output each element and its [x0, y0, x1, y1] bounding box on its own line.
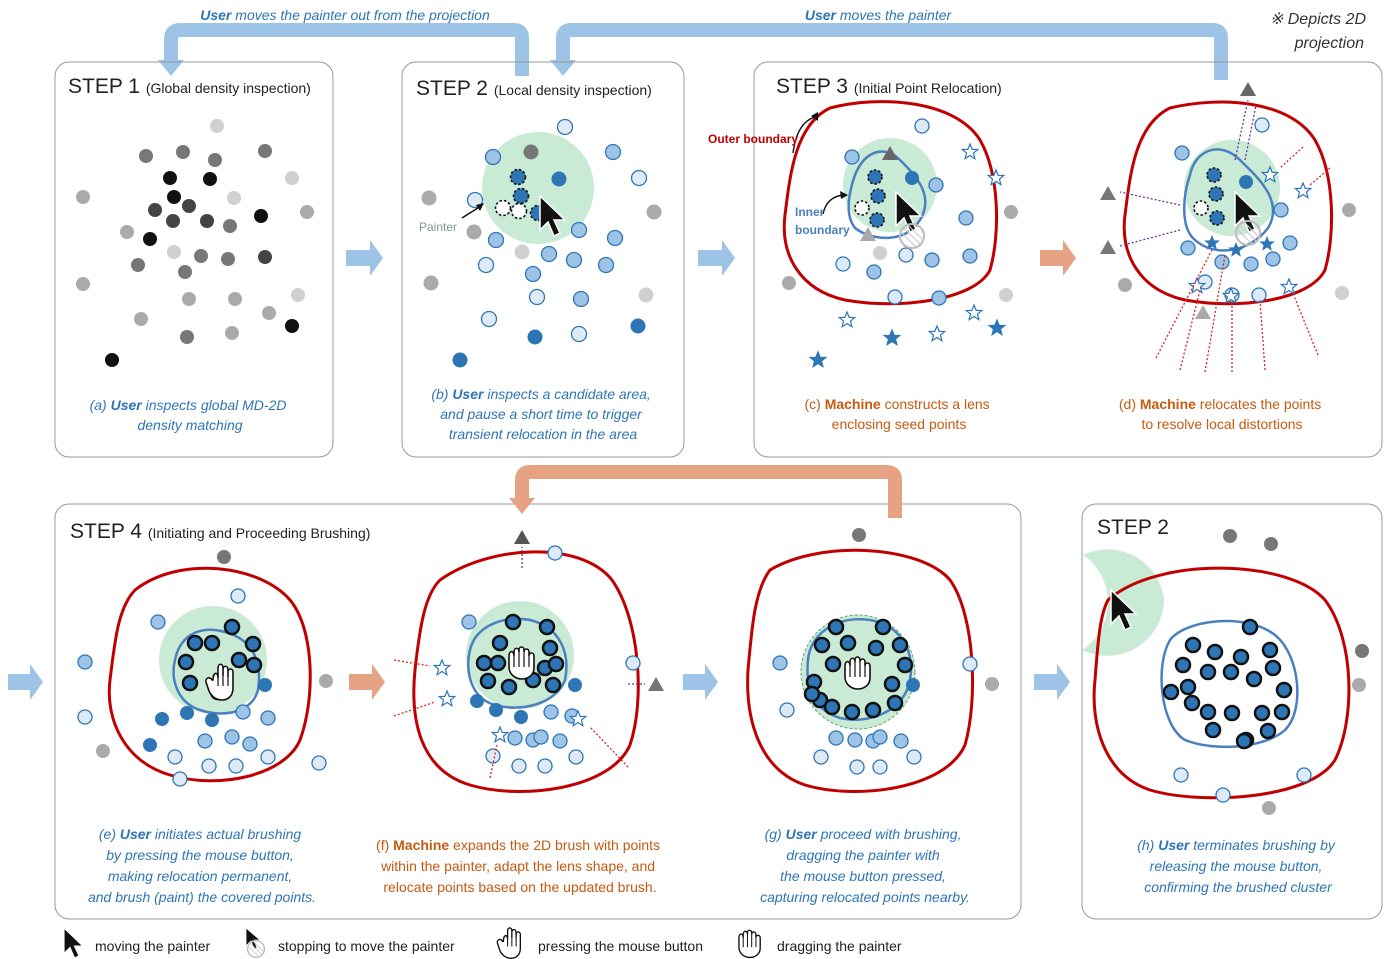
- feedback-arrow-to-step1: [158, 23, 529, 76]
- step1-scatter: [76, 119, 314, 367]
- step3c-lens: Outer boundary Inner boundary: [708, 100, 1018, 368]
- step3-panel: [753, 61, 1383, 458]
- caption-f: (f) Machine expands the 2D brush with po…: [376, 837, 664, 895]
- step2b-final: [1082, 529, 1369, 815]
- caption-a: (a) User inspects global MD-2D density m…: [90, 397, 291, 433]
- step3-title: STEP 3 (Initial Point Relocation): [776, 75, 1002, 98]
- feedback-arrow-machine: [509, 465, 902, 518]
- step2-title: STEP 2 (Local density inspection): [416, 77, 652, 100]
- flow-arrow-1-2: [346, 240, 383, 276]
- hand-drag-icon: [738, 929, 761, 959]
- step3d-relocation: [1100, 82, 1356, 373]
- feedback-arrow-to-step2: [550, 23, 1228, 80]
- caption-c: (c) Machine constructs a lens enclosing …: [804, 396, 993, 432]
- legend-label-moving: moving the painter: [95, 938, 211, 954]
- painter-area: [482, 132, 594, 244]
- step4g-proceed: [746, 528, 999, 794]
- outer-boundary-label: Outer boundary: [708, 132, 798, 146]
- legend: moving the painter stopping to move the …: [63, 927, 902, 959]
- step4e-brushing: [77, 550, 333, 787]
- step2-scatter: Painter: [419, 118, 662, 368]
- step2b-title: STEP 2: [1097, 516, 1169, 539]
- stop-cursor-icon: [245, 927, 266, 959]
- flow-arrow-e-f: [349, 664, 385, 700]
- step4f-expand: [393, 530, 664, 794]
- caption-b: (b) User inspects a candidate area, and …: [431, 386, 654, 442]
- step1-title: STEP 1 (Global density inspection): [68, 75, 311, 98]
- step2-panel: [401, 61, 685, 458]
- caption-h: (h) User terminates brushing by releasin…: [1137, 837, 1339, 895]
- feedback-label-right: User moves the painter: [805, 7, 953, 23]
- inner-boundary-label-1: Inner: [795, 205, 825, 219]
- legend-label-stopping: stopping to move the painter: [278, 938, 455, 954]
- projection-note-line1: ※ Depicts 2D: [1270, 11, 1367, 28]
- step4-panel: [54, 503, 1022, 920]
- legend-label-dragging: dragging the painter: [777, 938, 902, 954]
- hand-press-icon: [496, 927, 522, 959]
- step1-panel: [54, 61, 334, 458]
- caption-d: (d) Machine relocates the points to reso…: [1119, 396, 1325, 432]
- flow-arrow-f-g: [683, 664, 718, 700]
- projection-note-line2: projection: [1294, 35, 1364, 52]
- legend-label-pressing: pressing the mouse button: [538, 938, 703, 954]
- flow-arrow-to-step2b: [1034, 664, 1070, 700]
- inner-boundary-label-2: boundary: [795, 223, 850, 237]
- feedback-label-left: User moves the painter out from the proj…: [200, 7, 490, 23]
- step2b-panel: [1081, 503, 1383, 920]
- painter-label: Painter: [419, 220, 457, 234]
- arrow-cursor-icon: [63, 927, 84, 959]
- flow-arrow-2-3: [698, 240, 735, 276]
- flow-arrow-to-step4: [8, 664, 43, 700]
- step4-title: STEP 4 (Initiating and Proceeding Brushi…: [70, 520, 370, 543]
- flow-arrow-c-d: [1040, 240, 1076, 276]
- caption-g: (g) User proceed with brushing, dragging…: [760, 826, 970, 905]
- caption-e: (e) User initiates actual brushing by pr…: [88, 826, 316, 905]
